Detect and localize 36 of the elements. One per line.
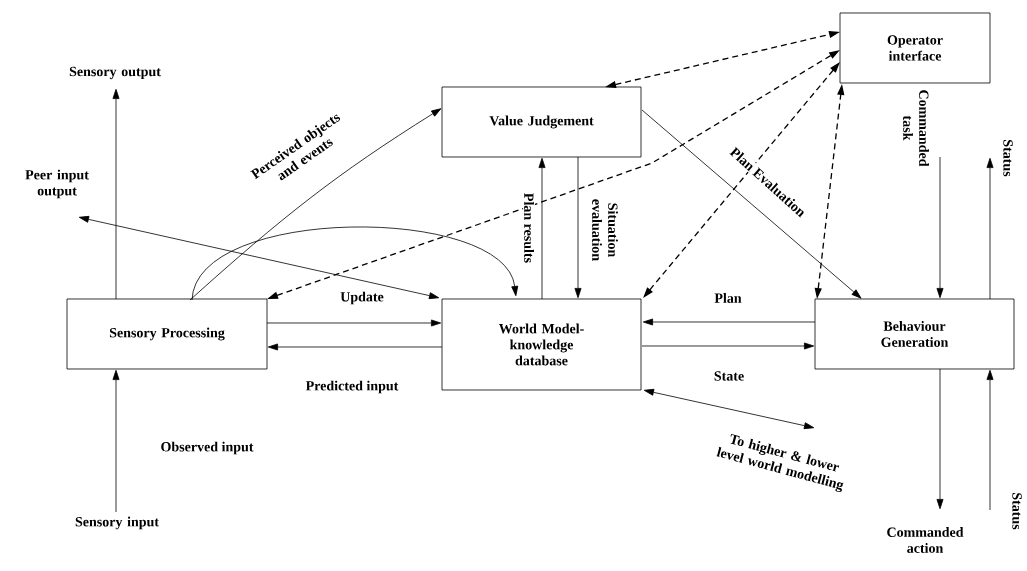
signal-label: Sensory output	[69, 66, 161, 80]
arrow	[642, 318, 816, 326]
signal-label: Sensory input	[75, 516, 159, 530]
arrow	[936, 368, 944, 510]
edge-label: Predicted input	[304, 379, 400, 395]
process-box: World Model- knowledge database	[441, 298, 642, 391]
process-box: Sensory Processing	[66, 298, 268, 370]
process-box: Value Judgement	[441, 86, 642, 158]
signal-label: Status	[1003, 140, 1013, 177]
edge-label: Plan	[713, 292, 743, 304]
edge-label: Update	[339, 290, 385, 306]
process-box: Behaviour Generation	[814, 298, 1015, 370]
arrow	[266, 319, 442, 327]
arrow	[78, 215, 440, 300]
process-box: Operator interface	[839, 12, 991, 84]
arrow	[574, 156, 582, 299]
edge-label: Plan results	[523, 191, 535, 265]
arrow	[986, 157, 994, 300]
arrow	[643, 388, 815, 430]
arrow	[641, 342, 815, 350]
edge-label: State	[712, 370, 746, 382]
signal-label: Commanded action	[887, 527, 964, 553]
arrow	[986, 369, 994, 511]
arrow	[538, 157, 546, 300]
arrow	[641, 109, 862, 299]
signal-label: Peer input output	[25, 169, 89, 199]
edge-label: Situation evaluation	[591, 189, 619, 271]
arrow	[936, 156, 944, 299]
edge-label: Observed input	[159, 440, 255, 456]
arrow	[189, 108, 442, 301]
arrow	[267, 343, 443, 351]
signal-label: Commanded task	[903, 90, 929, 167]
signal-label: Status	[1012, 493, 1022, 530]
arrow	[112, 88, 120, 300]
arrow	[112, 369, 120, 513]
arrow	[191, 226, 519, 301]
